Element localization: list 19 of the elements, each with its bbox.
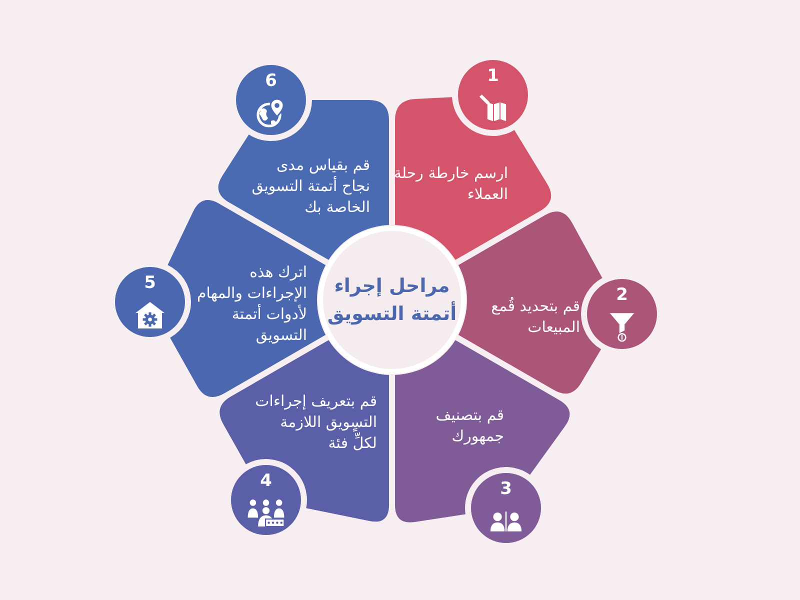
petal-segment <box>395 97 552 260</box>
step-number: 6 <box>265 71 277 91</box>
step-badge <box>115 267 185 337</box>
center-title: مراحل إجراء أتمتة التسويق <box>327 274 457 327</box>
step-text: قم بتصنيف جمهورك <box>436 405 504 447</box>
petal-segment <box>458 211 603 394</box>
step-text: قم بقياس مدى نجاح أتمتة التسويق الخاصة بك <box>252 155 370 218</box>
step-badge <box>587 279 657 349</box>
step-number: 5 <box>144 273 156 293</box>
step-text: قم بتحديد قُمع المبيعات <box>491 296 580 338</box>
step-number: 3 <box>500 479 512 499</box>
step-number: 1 <box>487 66 499 86</box>
petal-segment <box>395 340 570 523</box>
petal-segment <box>218 100 389 260</box>
step-text: قم بتعريف إجراءات التسٍويق اللازمة لكلِّ فئة <box>255 391 377 454</box>
step-number: 4 <box>260 471 272 491</box>
step-number: 2 <box>616 285 628 305</box>
step-text: ارسم خارطة رحلة العملاء <box>394 163 508 205</box>
step-text: اترك هذه الإجراءات والمهام لأدوات أتمتة التسويق <box>197 262 307 346</box>
